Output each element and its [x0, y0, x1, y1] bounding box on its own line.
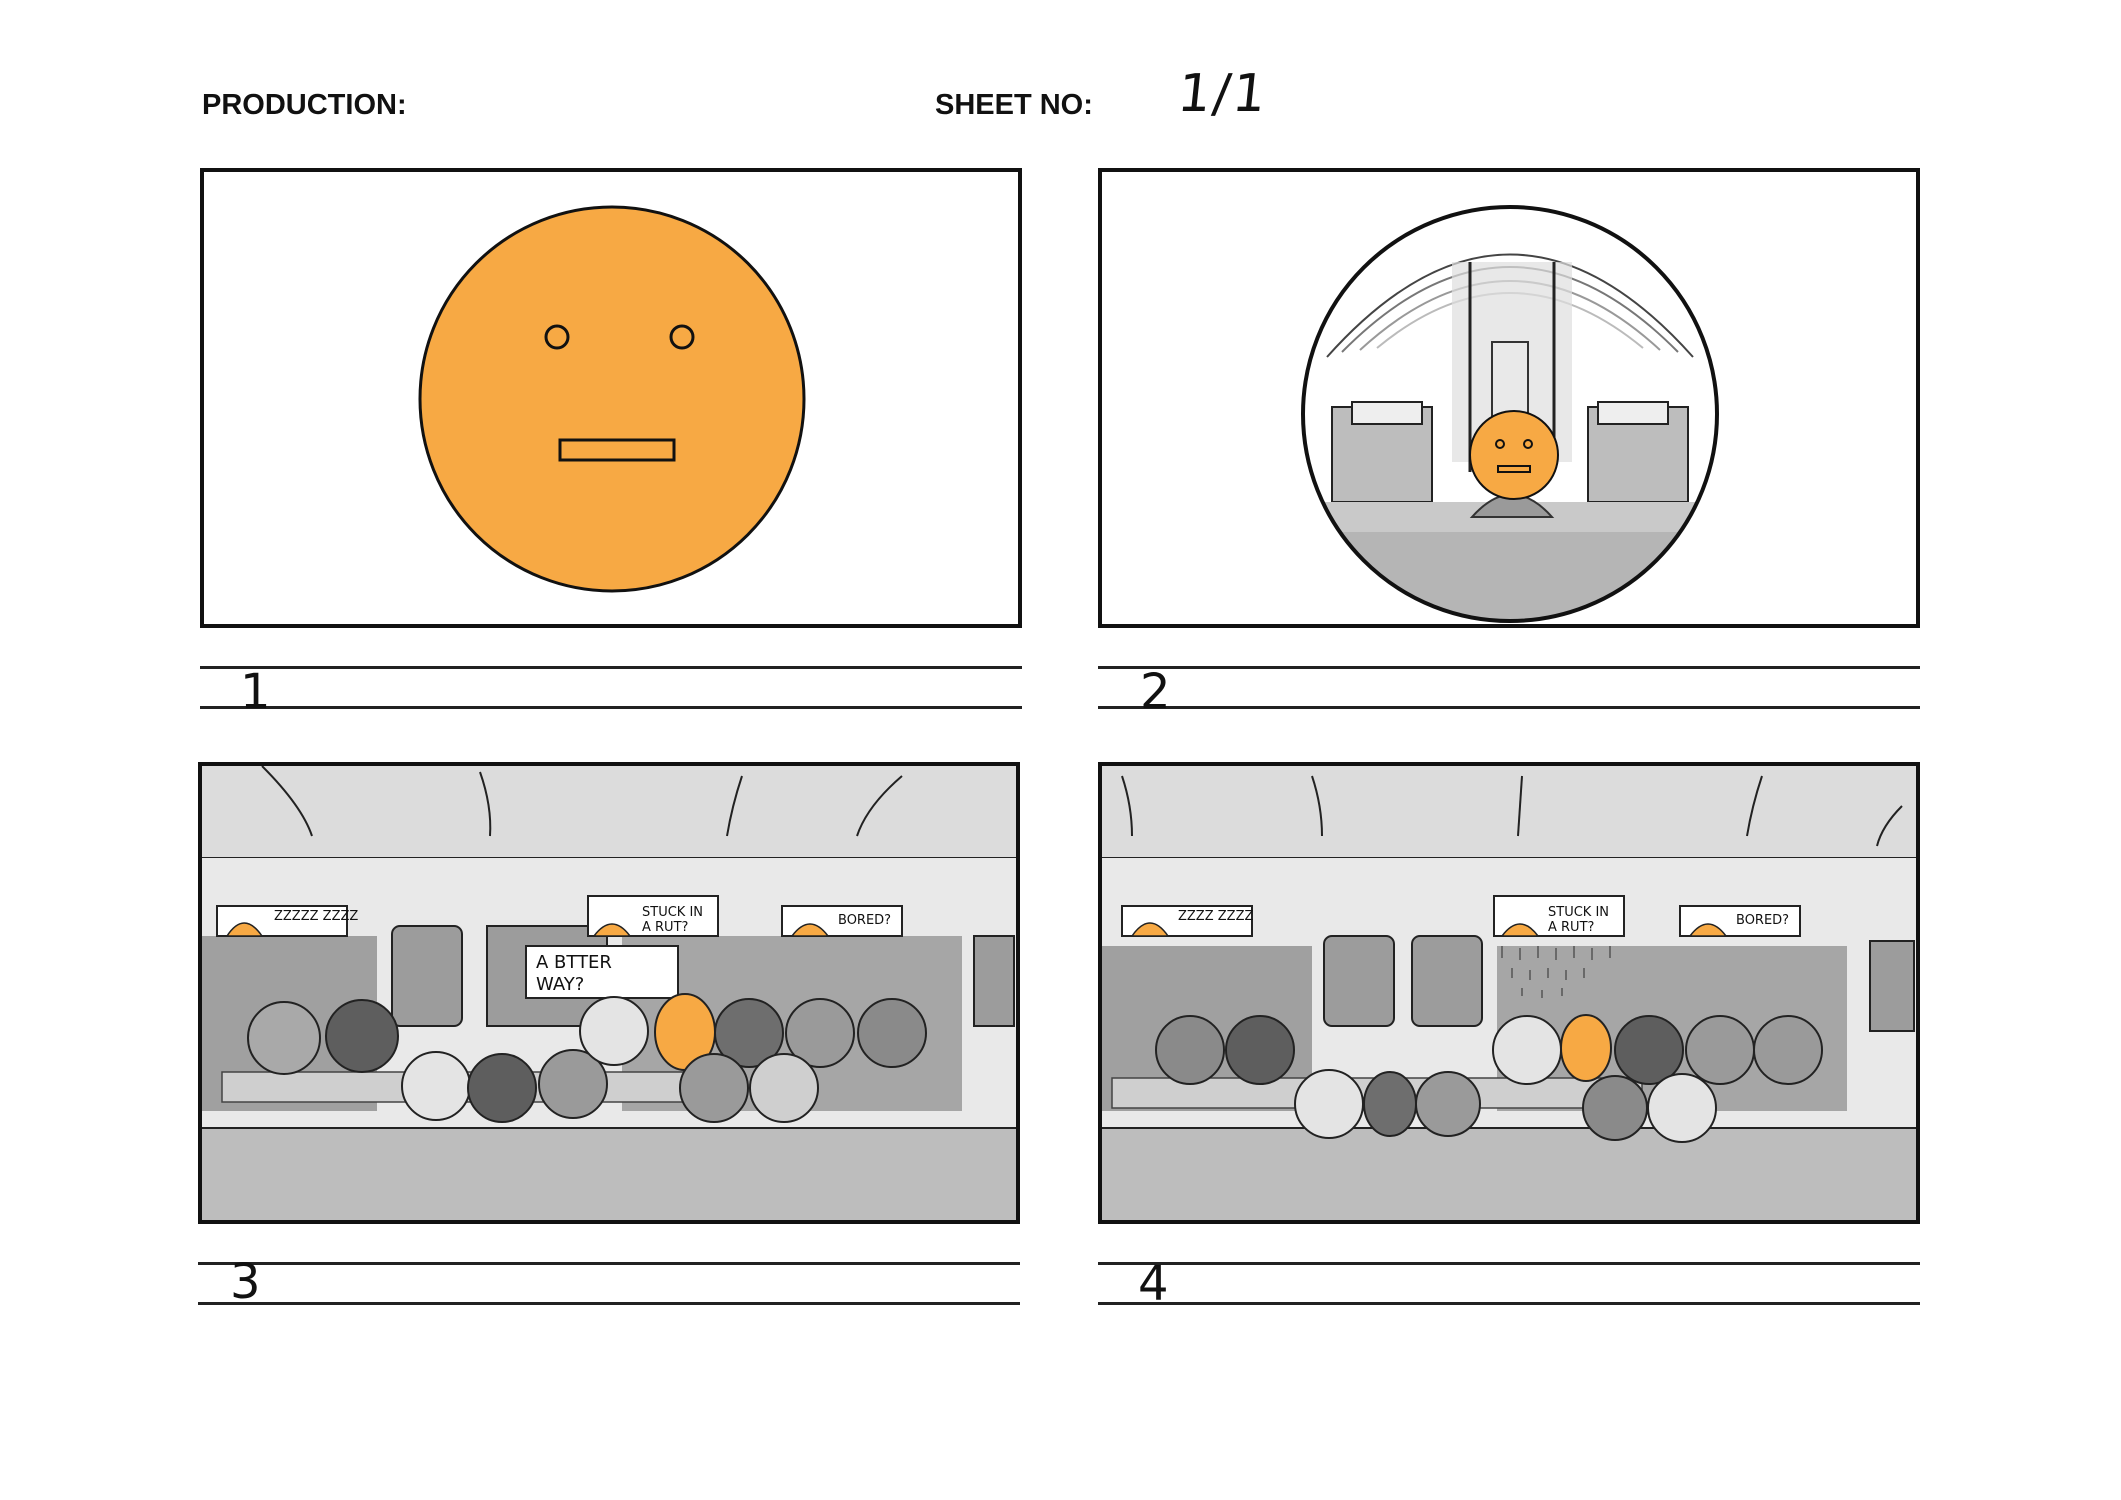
commuter-face — [1294, 1069, 1364, 1139]
sheet-number-value: 1/1 — [1174, 64, 1271, 124]
caption-rule — [1098, 1302, 1920, 1305]
sign-stuck-in-a-rut: STUCK IN A RUT? — [587, 895, 719, 937]
sign-sleep-text: ZZZZ ZZZZ — [1178, 909, 1253, 924]
sign-stuck-in-a-rut: STUCK IN A RUT? — [1493, 895, 1625, 937]
panel-number: 3 — [230, 1254, 261, 1310]
caption-rule — [1098, 706, 1920, 709]
commuter-face — [579, 996, 649, 1066]
storyboard-frame-4: ZZZZ ZZZZ STUCK IN A RUT? BORED? — [1098, 762, 1920, 1224]
sign-sleep-text: ZZZZZ ZZZZ — [274, 909, 358, 924]
commuter-face — [857, 998, 927, 1068]
commuter-face — [1753, 1015, 1823, 1085]
lens-border — [1301, 205, 1719, 623]
sign-better-text-2: WAY? — [536, 974, 584, 995]
commuter-face — [247, 1001, 321, 1075]
caption-rule — [1098, 1262, 1920, 1265]
sign-better-way: A BTTER WAY? — [525, 945, 679, 999]
commuter-face — [1582, 1075, 1648, 1141]
flat-mouth — [558, 438, 676, 462]
sign-stuck-text-2: A RUT? — [1548, 920, 1594, 935]
commuter-face — [785, 998, 855, 1068]
sign-bored-text: BORED? — [1736, 913, 1789, 928]
panel-2-drawing — [1301, 205, 1719, 623]
sign-sleep: ZZZZ ZZZZ — [1121, 905, 1253, 937]
falling-rain-lines — [1501, 946, 1611, 998]
commuter-face — [1225, 1015, 1295, 1085]
panel-4-drawing: ZZZZ ZZZZ STUCK IN A RUT? BORED? — [1102, 766, 1916, 1220]
crowd — [247, 993, 927, 1123]
left-eye — [544, 324, 570, 350]
caption-rule — [1098, 666, 1920, 669]
sheet-number-label: SHEET NO: — [935, 89, 1093, 121]
panel-number: 1 — [240, 664, 271, 720]
sign-bored: BORED? — [1679, 905, 1801, 937]
commuter-face — [679, 1053, 749, 1123]
caption-rule — [200, 666, 1022, 669]
caption-rule — [198, 1262, 1020, 1265]
commuter-face — [1685, 1015, 1755, 1085]
commuter-face — [1647, 1073, 1717, 1143]
caption-rule — [200, 706, 1022, 709]
commuter-face — [749, 1053, 819, 1123]
commuter-face — [1492, 1015, 1562, 1085]
orange-face — [418, 205, 806, 593]
commuter-face — [325, 999, 399, 1073]
panel-number: 4 — [1138, 1256, 1169, 1312]
sign-stuck-text-1: STUCK IN — [642, 905, 703, 920]
sign-stuck-text-1: STUCK IN — [1548, 905, 1609, 920]
sign-better-text-1: A BTTER — [536, 952, 612, 973]
commuter-face — [467, 1053, 537, 1123]
storyboard-frame-2 — [1098, 168, 1920, 628]
commuter-face — [1415, 1071, 1481, 1137]
crowd — [1155, 1014, 1823, 1143]
sign-bored-text: BORED? — [838, 913, 891, 928]
orange-commuter — [1560, 1014, 1612, 1082]
panel-number: 2 — [1140, 664, 1171, 720]
sign-stuck-text-2: A RUT? — [642, 920, 688, 935]
storyboard-frame-3: ZZZZZ ZZZZ STUCK IN A RUT? BORED? A BTTE… — [198, 762, 1020, 1224]
production-label: PRODUCTION: — [202, 89, 407, 121]
right-eye — [669, 324, 695, 350]
caption-rule — [198, 1302, 1020, 1305]
commuter-face — [1363, 1071, 1417, 1137]
sign-bored: BORED? — [781, 905, 903, 937]
commuter-face — [401, 1051, 471, 1121]
storyboard-frame-1 — [200, 168, 1022, 628]
panel-3-drawing: ZZZZZ ZZZZ STUCK IN A RUT? BORED? A BTTE… — [202, 766, 1016, 1220]
orange-commuter — [1469, 410, 1559, 500]
commuter-face — [538, 1049, 608, 1119]
panel-1-drawing — [418, 205, 806, 593]
commuter-face — [714, 998, 784, 1068]
commuter-face — [1155, 1015, 1225, 1085]
sign-sleep: ZZZZZ ZZZZ — [216, 905, 358, 937]
commuter-face — [1614, 1015, 1684, 1085]
